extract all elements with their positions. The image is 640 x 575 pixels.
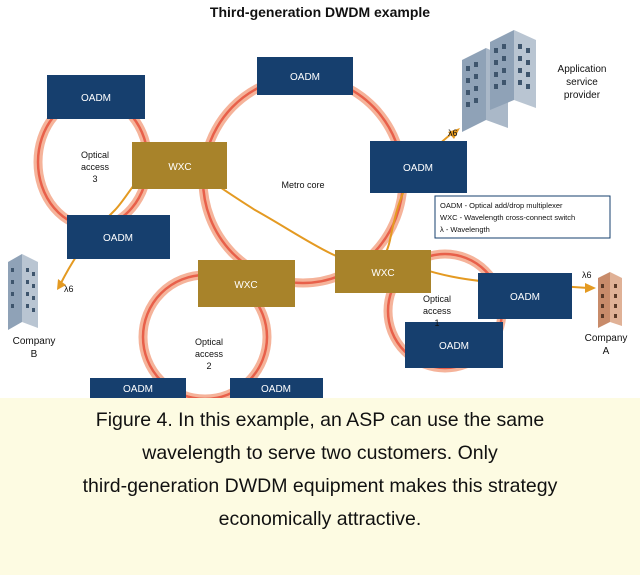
company-b-building-icon — [8, 254, 38, 330]
oadm-access2-left: OADM — [90, 378, 186, 398]
svg-text:WXC: WXC — [168, 162, 191, 173]
svg-text:OADM: OADM — [261, 384, 291, 395]
svg-text:service: service — [566, 77, 598, 88]
arrow-company-b — [57, 279, 66, 290]
svg-text:OADM: OADM — [403, 163, 433, 174]
svg-text:OADM: OADM — [123, 384, 153, 395]
caption-line: Figure 4. In this example, an ASP can us… — [95, 409, 545, 431]
arrow-company-a — [585, 283, 596, 293]
legend: OADM - Optical add/drop multiplexer WXC … — [434, 195, 611, 239]
oadm-top: OADM — [257, 57, 353, 95]
svg-text:access: access — [195, 349, 224, 359]
legend-lambda: λ - Wavelength — [440, 225, 490, 234]
lambda-asp-label: λ6 — [448, 128, 458, 138]
oadm-left-bottom: OADM — [67, 215, 170, 259]
svg-text:Application: Application — [558, 64, 607, 75]
svg-text:A: A — [603, 346, 610, 357]
svg-text:access: access — [81, 162, 110, 172]
svg-text:2: 2 — [206, 361, 211, 371]
oadm-nodes: OADM OADM OADM OADM OADM OADM — [47, 57, 572, 398]
metro-core-label: Metro core — [281, 180, 324, 190]
svg-text:Company: Company — [13, 336, 56, 347]
asp-building-icon — [462, 30, 536, 132]
network-svg: OADM OADM OADM OADM OADM OADM — [8, 30, 628, 398]
company-a-building-icon — [598, 272, 622, 328]
svg-text:access: access — [423, 306, 452, 316]
wxc-center: WXC — [198, 260, 295, 307]
svg-text:Optical: Optical — [81, 150, 109, 160]
oadm-company-a: OADM — [478, 273, 572, 319]
legend-wxc: WXC - Wavelength cross-connect switch — [440, 213, 575, 222]
wxc-nodes: WXC WXC WXC — [132, 142, 431, 307]
oadm-left-top: OADM — [47, 75, 145, 119]
caption-background — [0, 398, 640, 575]
lambda-a-label: λ6 — [582, 270, 592, 280]
svg-text:1: 1 — [434, 318, 439, 328]
optical-access-1-label: Optical access 1 — [423, 294, 452, 328]
optical-access-2-label: Optical access 2 — [195, 337, 224, 371]
svg-text:WXC: WXC — [234, 280, 257, 291]
figure-caption: Figure 4. In this example, an ASP can us… — [14, 404, 626, 536]
diagram-title: Third-generation DWDM example — [209, 4, 431, 20]
oadm-right: OADM — [370, 141, 467, 193]
arrow-asp — [448, 128, 460, 139]
company-a-label: Company A — [585, 333, 628, 357]
wxc-right: WXC — [335, 250, 431, 293]
oadm-access2-right: OADM — [230, 378, 323, 398]
company-b-label: Company B — [13, 336, 56, 360]
svg-text:OADM: OADM — [510, 292, 540, 303]
svg-text:Optical: Optical — [195, 337, 223, 347]
svg-text:Optical: Optical — [423, 294, 451, 304]
svg-text:OADM: OADM — [81, 93, 111, 104]
svg-text:WXC: WXC — [371, 268, 394, 279]
legend-oadm: OADM - Optical add/drop multiplexer — [440, 201, 563, 210]
svg-text:Company: Company — [585, 333, 628, 344]
svg-text:provider: provider — [564, 90, 601, 101]
caption-line: third-generation DWDM equipment makes th… — [82, 475, 558, 497]
oadm-access1-bottom: OADM — [405, 322, 503, 368]
asp-label: Application service provider — [558, 64, 607, 101]
svg-text:OADM: OADM — [103, 233, 133, 244]
svg-text:OADM: OADM — [439, 341, 469, 352]
caption-line: wavelength to serve two customers. Only — [142, 442, 498, 464]
svg-text:B: B — [31, 349, 38, 360]
wxc-left: WXC — [132, 142, 227, 189]
caption-line: economically attractive. — [218, 508, 422, 530]
optical-access-3-label: Optical access 3 — [81, 150, 110, 184]
lambda-b-label: λ6 — [64, 284, 74, 294]
svg-text:OADM: OADM — [290, 72, 320, 83]
svg-text:3: 3 — [92, 174, 97, 184]
